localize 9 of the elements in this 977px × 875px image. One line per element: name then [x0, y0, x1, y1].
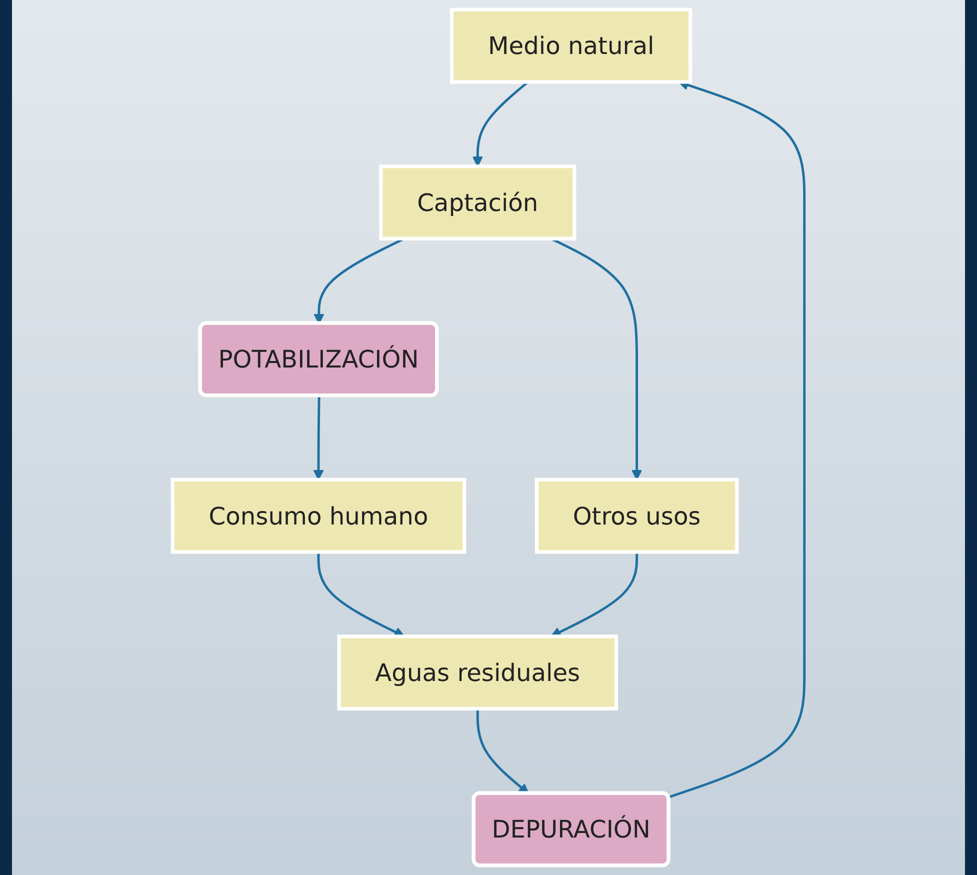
node-box: Otros usos: [534, 478, 739, 554]
node-box: Captación: [379, 164, 576, 240]
node-box: Medio natural: [450, 8, 692, 84]
arrow: [313, 396, 324, 480]
arrow: [550, 552, 638, 637]
node-box: Aguas residuales: [337, 634, 618, 710]
arrow: [317, 552, 405, 637]
arrow: [472, 81, 529, 167]
node-box: Consumo humano: [170, 478, 466, 554]
